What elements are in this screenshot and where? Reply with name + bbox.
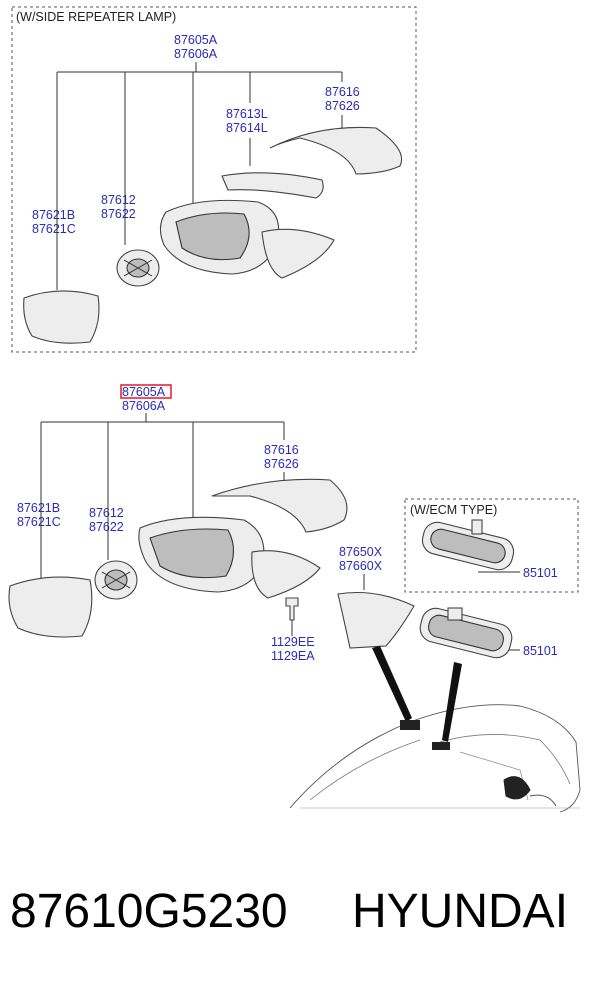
parts-diagram: (W/SIDE REPEATER LAMP) 87605A 87606A 876… bbox=[8, 6, 581, 813]
ecm-frame-border bbox=[404, 498, 579, 593]
label-actuator-lh[interactable]: 87612 bbox=[101, 193, 136, 207]
label-repeater-lamp-rh[interactable]: 87614L bbox=[226, 121, 268, 135]
inside-mirror-standard: 85101 bbox=[419, 607, 558, 659]
ecm-frame: (W/ECM TYPE) 85101 bbox=[404, 498, 579, 593]
repeater-lamp-top bbox=[221, 172, 324, 199]
label-actuator-rh-mid[interactable]: 87622 bbox=[89, 520, 124, 534]
label-mirror-glass-lh[interactable]: 87621B bbox=[32, 208, 75, 222]
brand-caption: HYUNDAI bbox=[352, 885, 569, 938]
standard-mirror-leader-lines bbox=[40, 413, 365, 636]
label-scalp-cover-lh[interactable]: 87616 bbox=[325, 85, 360, 99]
repeater-lamp-frame-title: (W/SIDE REPEATER LAMP) bbox=[16, 10, 176, 24]
label-mirror-glass-rh-mid[interactable]: 87621C bbox=[17, 515, 61, 529]
actuator-motor-top bbox=[116, 249, 160, 287]
label-outside-mirror-assy-lh-highlighted[interactable]: 87605A bbox=[122, 385, 166, 399]
label-inner-trim-rh[interactable]: 87660X bbox=[339, 559, 383, 573]
label-actuator-lh-mid[interactable]: 87612 bbox=[89, 506, 124, 520]
inner-trim-cover bbox=[337, 591, 415, 649]
label-scalp-cover-lh-mid[interactable]: 87616 bbox=[264, 443, 299, 457]
label-screw-1[interactable]: 1129EE bbox=[271, 635, 315, 649]
inside-mirror-ecm bbox=[421, 519, 515, 571]
label-scalp-cover-rh[interactable]: 87626 bbox=[325, 99, 360, 113]
mount-point-1 bbox=[400, 720, 420, 730]
label-mirror-glass-lh-mid[interactable]: 87621B bbox=[17, 501, 60, 515]
highlight-box bbox=[120, 384, 172, 399]
label-outside-mirror-assy-lh[interactable]: 87605A bbox=[174, 33, 218, 47]
mirror-housing-top bbox=[159, 199, 335, 279]
label-outside-mirror-assy-rh-mid[interactable]: 87606A bbox=[122, 399, 166, 413]
label-actuator-rh[interactable]: 87622 bbox=[101, 207, 136, 221]
repeater-lamp-frame-border bbox=[11, 6, 417, 353]
part-number-caption: 87610G5230 bbox=[10, 885, 288, 938]
scalp-cover-top bbox=[269, 126, 403, 175]
label-inside-mirror-ecm[interactable]: 85101 bbox=[523, 566, 558, 580]
mount-point-2 bbox=[432, 742, 450, 750]
scalp-cover-mid bbox=[211, 478, 348, 533]
location-arrows bbox=[372, 646, 462, 750]
screw-part bbox=[285, 597, 299, 621]
label-scalp-cover-rh-mid[interactable]: 87626 bbox=[264, 457, 299, 471]
label-inner-trim-lh[interactable]: 87650X bbox=[339, 545, 383, 559]
repeater-lamp-leader-lines bbox=[56, 62, 343, 290]
label-mirror-glass-rh[interactable]: 87621C bbox=[32, 222, 76, 236]
vehicle-outline bbox=[289, 704, 581, 813]
label-outside-mirror-assy-rh[interactable]: 87606A bbox=[174, 47, 218, 61]
mirror-housing-mid bbox=[138, 516, 321, 599]
label-inside-mirror[interactable]: 85101 bbox=[523, 644, 558, 658]
mirror-glass-top bbox=[23, 290, 100, 344]
ecm-frame-title: (W/ECM TYPE) bbox=[410, 503, 497, 517]
standard-mirror-section: 87605A 87606A 87616 87626 87621B 87621C … bbox=[8, 384, 415, 663]
label-repeater-lamp-lh[interactable]: 87613L bbox=[226, 107, 268, 121]
label-screw-2[interactable]: 1129EA bbox=[271, 649, 315, 663]
repeater-lamp-frame: (W/SIDE REPEATER LAMP) 87605A 87606A 876… bbox=[11, 6, 417, 353]
mirror-glass-mid bbox=[8, 576, 93, 638]
actuator-motor-mid bbox=[94, 560, 138, 600]
